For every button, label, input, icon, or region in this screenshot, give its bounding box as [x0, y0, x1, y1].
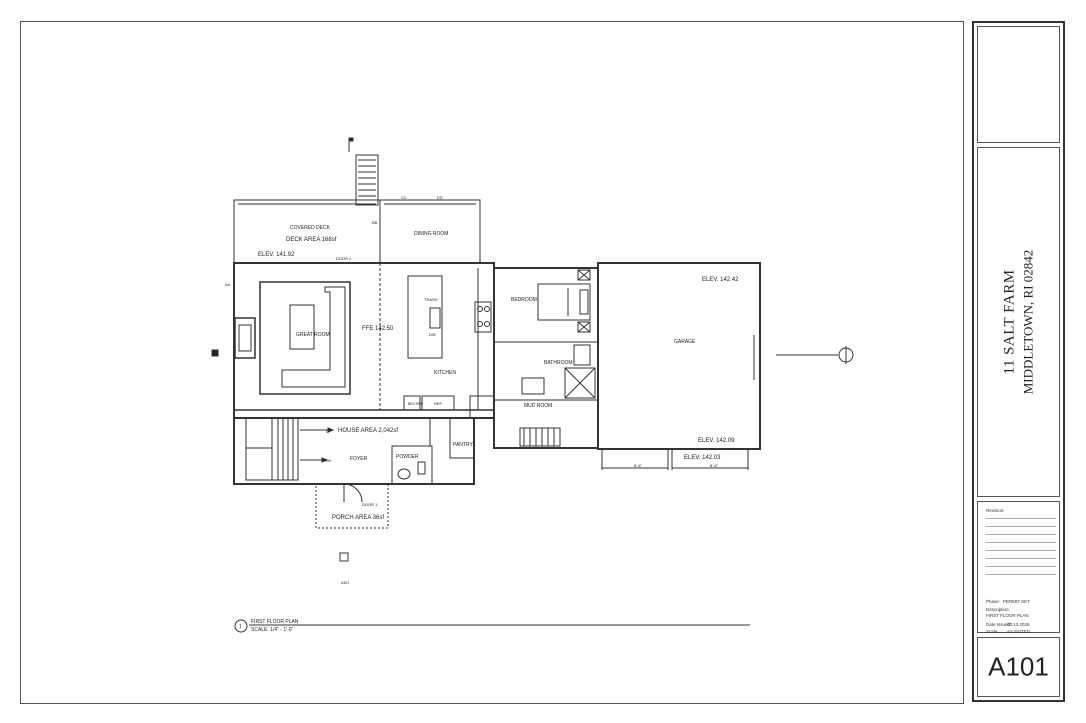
- caption-scale: SCALE: 1/4" - 1'-0": [251, 627, 294, 633]
- section-tag: A301: [341, 581, 349, 585]
- ffe-elevation: FFE 142.50: [362, 326, 394, 332]
- garage-label: GARAGE: [674, 339, 696, 345]
- ref-label: REF.: [434, 401, 443, 406]
- house-area-label: HOUSE AREA 2,042sf: [338, 428, 398, 434]
- up-label: UP: [326, 430, 332, 434]
- sheet-number-box: A101: [977, 637, 1060, 697]
- scale-value: AS NOTED: [1007, 629, 1031, 634]
- cc-tag: CC: [401, 195, 407, 200]
- description-value: FIRST FLOOR PLAN: [986, 613, 1029, 618]
- dimension-1: 8'-6": [634, 463, 643, 468]
- trash-label: TRASH: [424, 297, 438, 302]
- great-room-label: GREAT ROOM: [296, 332, 330, 338]
- kitchen-label: KITCHEN: [434, 370, 456, 376]
- project-info-panel: 11 SALT FARM MIDDLETOWN, RI 02842: [977, 147, 1060, 497]
- bedroom-wing: [493, 267, 599, 449]
- covered-deck-label: COVERED DECK: [290, 225, 331, 231]
- door-2-label: DOOR 2: [336, 256, 352, 261]
- date-value: 03.13.2026: [1007, 622, 1030, 627]
- porch-area-label: PORCH AREA 36sf: [332, 515, 384, 521]
- garage-bottom-elevation-1: ELEV. 142.09: [698, 438, 735, 444]
- bathroom-label: BATHROOM: [544, 360, 573, 366]
- dw-label: DW: [429, 332, 436, 337]
- garage-bottom-elevation-2: ELEV. 142.03: [684, 455, 721, 461]
- project-address: MIDDLETOWN, RI 02842: [1020, 249, 1035, 395]
- door-1-label: DOOR 1: [362, 502, 378, 507]
- mud-room-label: MUD ROOM: [524, 403, 552, 409]
- deck-stair: [355, 154, 379, 206]
- porch: [315, 483, 389, 529]
- project-name: 11 SALT FARM: [1001, 269, 1017, 375]
- dimension-2: 8'-6": [710, 463, 719, 468]
- title-block-logo-area: [977, 26, 1060, 143]
- caption-title: FIRST FLOOR PLAN: [251, 619, 299, 625]
- phase-label: Phase:: [986, 599, 1001, 604]
- issue-info-panel: Revision: Phase: PERMIT SET Description:…: [977, 501, 1060, 634]
- pantry-label: PANTRY: [453, 442, 473, 448]
- deck-area-label: DECK AREA 168sf: [286, 237, 337, 243]
- caption-number: 1: [239, 624, 242, 630]
- dn-label: DN: [326, 459, 332, 463]
- aa-tag: AA: [225, 282, 231, 287]
- bev-ref-label: BEV REF.: [408, 402, 424, 406]
- covered-deck-outline: [233, 199, 381, 264]
- title-block: 11 SALT FARM MIDDLETOWN, RI 02842 Revisi…: [972, 21, 1065, 702]
- powder-label: POWDER: [396, 454, 419, 460]
- revision-label: Revision:: [986, 508, 1005, 513]
- sheet-number: A101: [988, 651, 1049, 682]
- drawing-area: [20, 21, 964, 704]
- bedroom-label: BEDROOM: [511, 297, 537, 303]
- foyer-label: FOYER: [350, 456, 368, 462]
- main-stair: [245, 417, 299, 481]
- description-label: Description:: [986, 607, 1010, 612]
- dining-room-label: DINING ROOM: [414, 231, 448, 237]
- dd-tag: DD: [437, 195, 443, 200]
- scale-label: Scale:: [986, 629, 999, 634]
- date-label: Date Issued:: [986, 622, 1012, 627]
- garage-outline: [597, 262, 761, 450]
- garage-top-elevation: ELEV. 142.42: [702, 277, 739, 283]
- bb-tag: BB: [372, 220, 378, 225]
- deck-elevation: ELEV. 141.92: [258, 252, 295, 258]
- project-title-group: 11 SALT FARM MIDDLETOWN, RI 02842: [1001, 250, 1036, 395]
- phase-value: PERMIT SET: [1003, 599, 1030, 604]
